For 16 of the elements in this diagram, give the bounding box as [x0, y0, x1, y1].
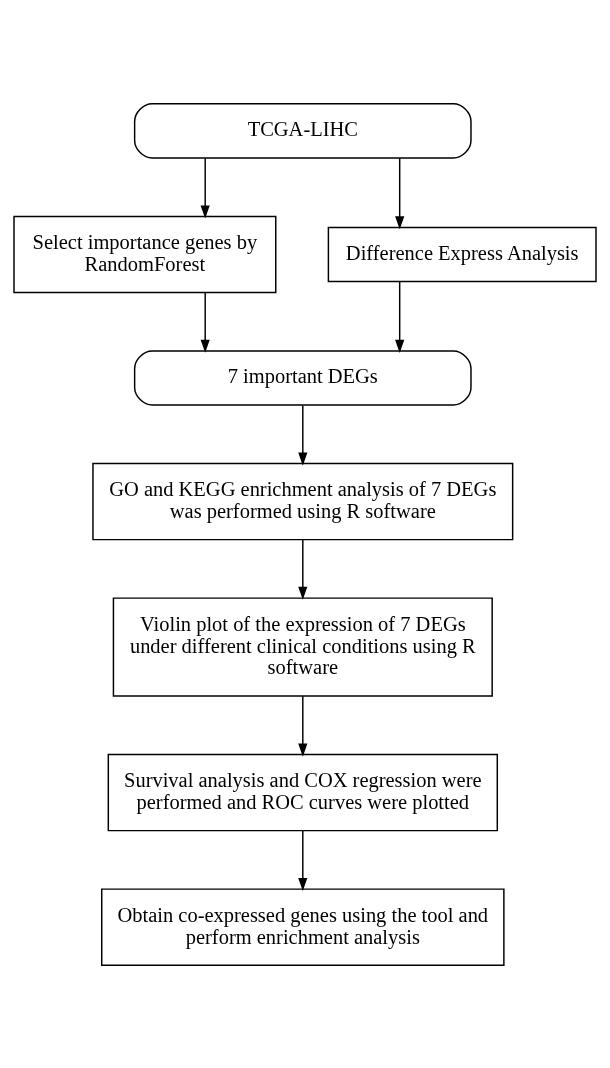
node-box: GO and KEGG enrichment analysis of 7 DEGs was performed using R software [92, 462, 514, 540]
arrow [200, 291, 210, 353]
node-box: Difference Express Analysis [327, 226, 597, 282]
node-box: 7 important DEGs [133, 349, 472, 406]
arrow [298, 538, 308, 600]
arrow [395, 280, 405, 353]
arrow [200, 157, 210, 219]
node-box: Select importance genes by RandomForest [13, 215, 277, 293]
arrow [298, 829, 308, 891]
arrow [395, 157, 405, 229]
arrow [298, 695, 308, 757]
arrow [298, 404, 308, 466]
node-box: Obtain co-expressed genes using the tool and perform enrichment analysis [101, 887, 505, 966]
node-box: Survival analysis and COX regression were performed and ROC curves were plotted [107, 753, 499, 831]
node-box: TCGA-LIHC [133, 102, 472, 159]
node-box: Violin plot of the expression of 7 DEGs under different clinical conditions using R software [112, 596, 493, 697]
